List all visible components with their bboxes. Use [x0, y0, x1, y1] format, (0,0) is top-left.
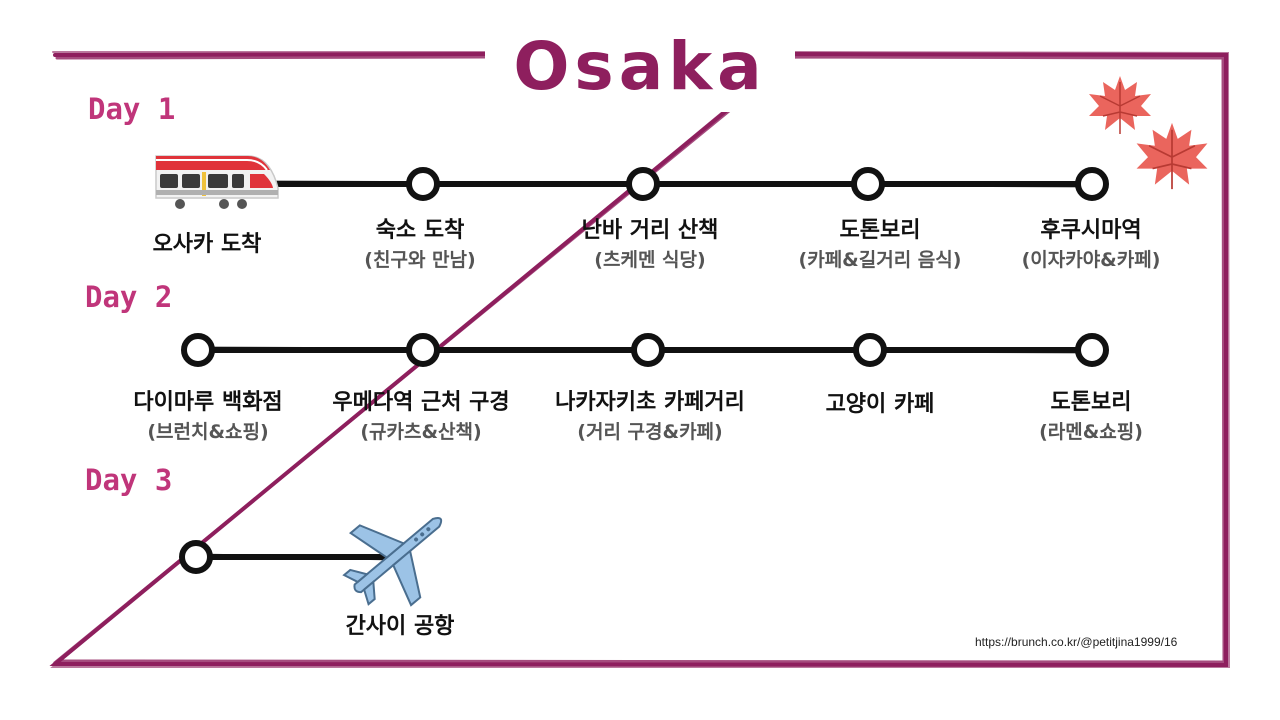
day1-stop-3: 난바 거리 산책 (츠케멘 식당): [535, 216, 765, 274]
stop-detail: (브런치&쇼핑): [147, 421, 269, 443]
stop-name: 난바 거리 산책: [581, 218, 719, 243]
day2-nodes: [181, 333, 1109, 367]
maple-leaf-icon: [1089, 76, 1151, 134]
day-label-1: Day 1: [88, 92, 176, 126]
frame-border: [49, 50, 1231, 668]
stop-name: 나카자키초 카페거리: [555, 390, 745, 415]
day1-stop-2: 숙소 도착 (친구와 만남): [305, 216, 535, 274]
timeline-node: [406, 333, 440, 367]
day1-stop-5: 후쿠시마역 (이자카야&카페): [976, 216, 1206, 274]
day3-stop-2: 간사이 공항: [285, 612, 515, 642]
stop-detail: (카페&길거리 음식): [798, 249, 962, 271]
day1-stop-1: 오사카 도착: [92, 230, 322, 260]
timeline-node: [851, 167, 885, 201]
day2-stop-5: 도톤보리 (라멘&쇼핑): [976, 388, 1206, 446]
day-label-2: Day 2: [85, 280, 173, 314]
day2-stop-1: 다이마루 백화점 (브런치&쇼핑): [93, 388, 323, 446]
timeline-node: [1075, 167, 1109, 201]
stop-detail: (츠케멘 식당): [594, 249, 706, 271]
stop-detail: (거리 구경&카페): [577, 421, 723, 443]
day2-stop-3: 나카자키초 카페거리 (거리 구경&카페): [535, 388, 765, 446]
day2-stop-2: 우메다역 근처 구경 (규카츠&산책): [306, 388, 536, 446]
stop-detail: (규카츠&산책): [360, 421, 482, 443]
stop-name: 오사카 도착: [152, 232, 262, 257]
train-icon: [155, 155, 279, 209]
stop-name: 우메다역 근처 구경: [332, 390, 510, 415]
day1-nodes: [406, 167, 1109, 201]
stop-name: 도톤보리: [1050, 390, 1132, 415]
stop-name: 다이마루 백화점: [133, 390, 283, 415]
day1-timeline: [267, 180, 1095, 188]
stop-name: 간사이 공항: [345, 614, 455, 639]
timeline-node: [626, 167, 660, 201]
stop-name: 숙소 도착: [375, 218, 465, 243]
day3-timeline: [193, 553, 398, 561]
timeline-node: [631, 333, 665, 367]
page-title: Osaka: [485, 22, 795, 112]
airplane-icon: [342, 516, 443, 607]
stop-name: 후쿠시마역: [1040, 218, 1142, 243]
day1-stop-4: 도톤보리 (카페&길거리 음식): [765, 216, 995, 274]
timeline-node: [181, 333, 215, 367]
source-credit: https://brunch.co.kr/@petitjina1999/16: [975, 635, 1178, 649]
day3-nodes: [179, 540, 213, 574]
maple-leaf-icon: [1136, 122, 1208, 190]
timeline-node: [1075, 333, 1109, 367]
stop-detail: (이자카야&카페): [1021, 249, 1161, 271]
stop-detail: (라멘&쇼핑): [1039, 421, 1143, 443]
timeline-node: [853, 333, 887, 367]
day-label-3: Day 3: [85, 463, 173, 497]
stop-name: 도톤보리: [839, 218, 921, 243]
timeline-node: [406, 167, 440, 201]
stop-detail: (친구와 만남): [364, 249, 476, 271]
timeline-node: [179, 540, 213, 574]
stop-name: 고양이 카페: [825, 392, 935, 417]
day2-stop-4: 고양이 카페: [765, 390, 995, 420]
